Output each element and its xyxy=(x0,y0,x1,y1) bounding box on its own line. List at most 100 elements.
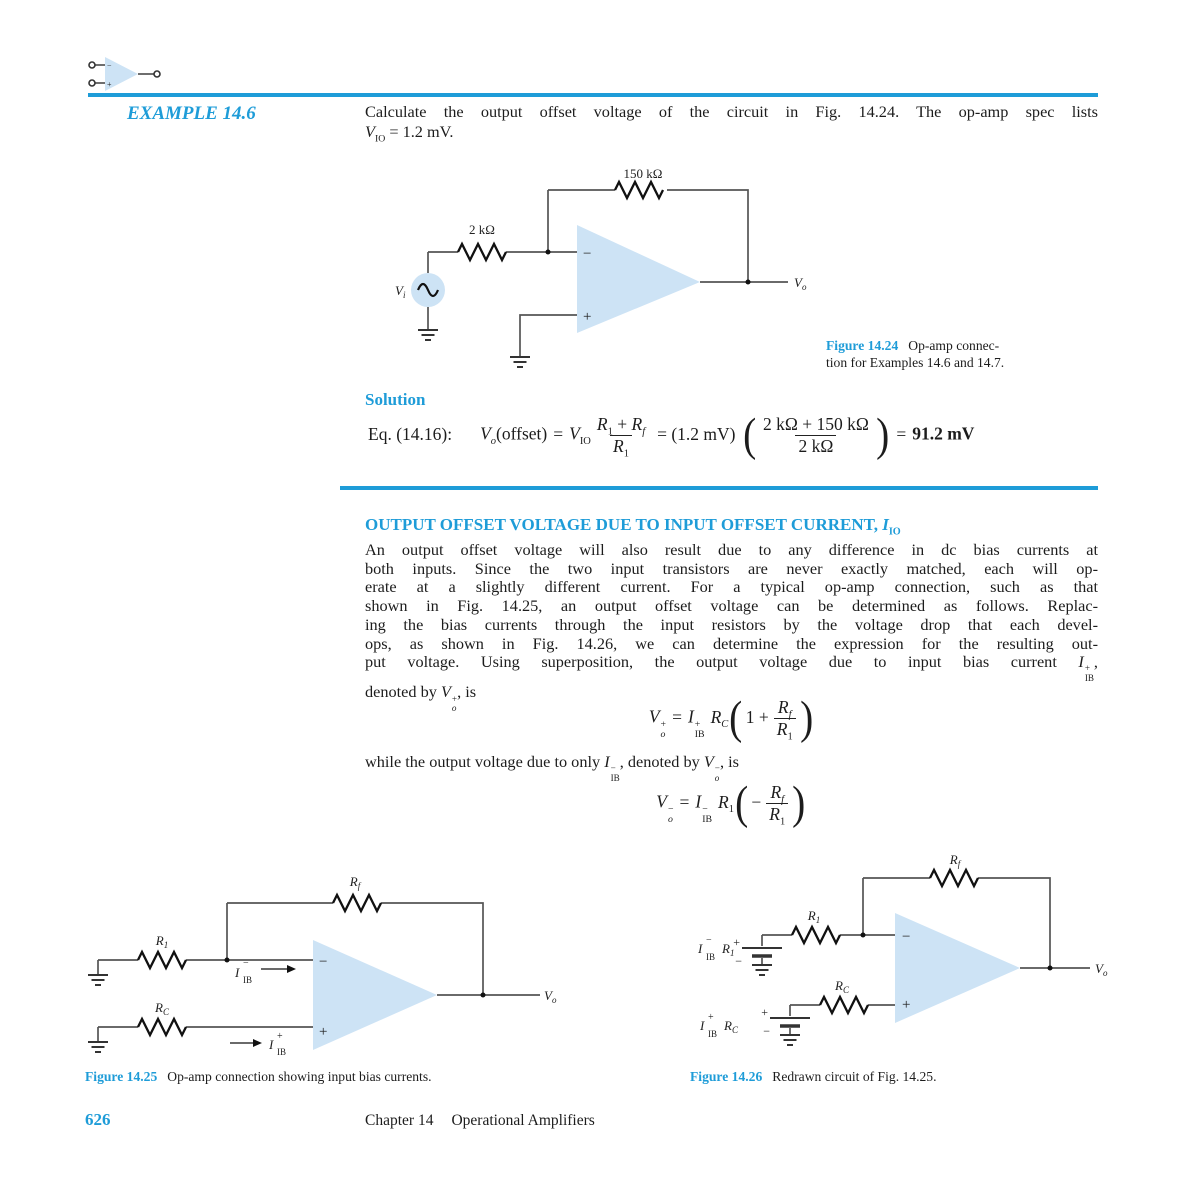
noninverting-input-sign: + xyxy=(319,1024,327,1040)
sup-sub: +IB xyxy=(1084,663,1094,683)
input-voltage-label: Vi xyxy=(395,283,406,300)
opamp-margin-icon: − + xyxy=(88,57,161,91)
var: R xyxy=(710,706,722,727)
intro-line: Calculate the output offset voltage of t… xyxy=(365,102,1098,121)
ib-plus-label: I xyxy=(268,1037,274,1052)
section-heading-text: OUTPUT OFFSET VOLTAGE DUE TO INPUT OFFSE… xyxy=(365,515,883,534)
inverting-input-wire xyxy=(97,903,313,975)
inverting-input-sign: − xyxy=(902,929,910,945)
source2-label: I xyxy=(699,1018,705,1033)
ground-icon xyxy=(780,1034,800,1046)
caption-text: Op-amp connection showing input bias cur… xyxy=(167,1069,432,1084)
figure-14-25-caption: Figure 14.25 Op-amp connection showing in… xyxy=(85,1068,432,1085)
var: I xyxy=(695,791,702,812)
connecting-sentence: while the output voltage due to only I−I… xyxy=(365,752,739,783)
minus-sign: − xyxy=(751,791,762,812)
figure-14-26-circuit: Rf R1 + − I − IB R1 − + RC + − I + IB RC… xyxy=(697,852,1108,1046)
var: I xyxy=(687,706,694,727)
output-voltage-label: Vo xyxy=(794,275,807,292)
paragraph-line: shown in Fig. 14.25, an output offset vo… xyxy=(365,596,1098,616)
var-vio-sub: IO xyxy=(374,132,386,144)
var: V xyxy=(480,423,491,444)
equals-sign: = xyxy=(896,423,907,444)
caption-tag: Figure 14.25 xyxy=(85,1069,158,1084)
caption-tag: Figure 14.26 xyxy=(690,1069,763,1084)
ground-icon xyxy=(510,356,530,368)
feedback-resistor-label: Rf xyxy=(949,852,962,869)
var: V xyxy=(656,791,667,812)
paragraph-line: ops, as shown in Fig. 14.26, we can dete… xyxy=(365,633,1098,653)
input-terminal-icon xyxy=(88,61,96,69)
eq-factor: = (1.2 mV) xyxy=(657,423,736,444)
feedback-resistor xyxy=(928,867,980,889)
junction-dot xyxy=(545,249,551,255)
junction-dot xyxy=(1047,965,1053,971)
junction-dot xyxy=(745,279,751,285)
ib-plus-sub: IB xyxy=(277,1047,286,1057)
intro-rest: = 1.2 mV. xyxy=(385,121,454,141)
equals-sign: = xyxy=(679,791,690,812)
equation-result: 91.2 mV xyxy=(912,423,975,444)
inverting-input-sign: − xyxy=(583,246,591,262)
junction-dot xyxy=(860,932,866,938)
eq-text: (offset) xyxy=(496,423,548,444)
sup-sub: +o xyxy=(451,693,458,714)
opamp-triangle xyxy=(313,940,437,1050)
opamp-triangle xyxy=(895,913,1020,1023)
r1-resistor xyxy=(790,924,842,946)
chapter-title: Operational Amplifiers xyxy=(451,1112,595,1129)
rc-resistor xyxy=(818,994,870,1016)
var: I xyxy=(882,515,889,534)
var: V xyxy=(703,752,714,771)
ground-icon xyxy=(88,1041,108,1053)
var-vio: V xyxy=(365,121,375,141)
battery-minus-sign: − xyxy=(763,1024,770,1038)
noninverting-input-sign: + xyxy=(902,997,910,1013)
input-resistor xyxy=(456,241,508,263)
figure-14-24-circuit: 150 kΩ 2 kΩ − + Vo Vi xyxy=(395,166,807,368)
output-voltage-label: Vo xyxy=(544,988,557,1005)
ground-icon xyxy=(418,329,438,341)
feedback-resistor-label: 150 kΩ xyxy=(624,166,663,181)
paragraph-line: ing the bias currents through the input … xyxy=(365,614,1098,634)
ground-icon xyxy=(752,964,772,976)
ib-plus-sup: + xyxy=(277,1031,283,1042)
var-sub: o xyxy=(490,436,497,448)
section-heading: OUTPUT OFFSET VOLTAGE DUE TO INPUT OFFSE… xyxy=(365,515,901,537)
output-voltage-label: Vo xyxy=(1095,961,1108,978)
paragraph-line: An output offset voltage will also resul… xyxy=(365,540,1098,559)
source2-r-label: RC xyxy=(723,1018,739,1035)
noninverting-wire xyxy=(519,314,577,357)
paragraph-line: put voltage. Using superposition, the ou… xyxy=(365,652,1098,683)
noninverting-input-wire xyxy=(789,1004,895,1016)
source2-sub: IB xyxy=(708,1029,717,1039)
running-footer: Chapter 14 Operational Amplifiers xyxy=(365,1112,595,1130)
r1-label: R1 xyxy=(155,933,168,950)
ground-icon xyxy=(88,974,108,986)
feedback-wire xyxy=(863,877,1051,970)
junction-dot xyxy=(224,957,230,963)
intro-paragraph: Calculate the output offset voltage of t… xyxy=(365,102,1098,144)
source1-label: I xyxy=(697,941,703,956)
input-resistor-label: 2 kΩ xyxy=(469,222,495,237)
source1-sup: − xyxy=(706,935,712,946)
r1-resistor xyxy=(136,949,188,971)
noninverting-input-sign: + xyxy=(583,309,591,325)
input-wire xyxy=(428,190,577,253)
var: V xyxy=(648,706,660,727)
junction-dot xyxy=(480,992,486,998)
caption-text: tion for Examples 14.6 and 14.7. xyxy=(826,355,1005,370)
solution-heading: Solution xyxy=(365,390,426,409)
chapter-label: Chapter 14 xyxy=(365,1112,434,1129)
inverting-input-wire xyxy=(761,878,895,946)
paragraph-line: denoted by V+o, is xyxy=(365,682,477,714)
example-heading: EXAMPLE 14.6 xyxy=(127,103,256,124)
ib-minus-sub: IB xyxy=(243,975,252,985)
noninverting-input-wire xyxy=(97,1026,313,1042)
